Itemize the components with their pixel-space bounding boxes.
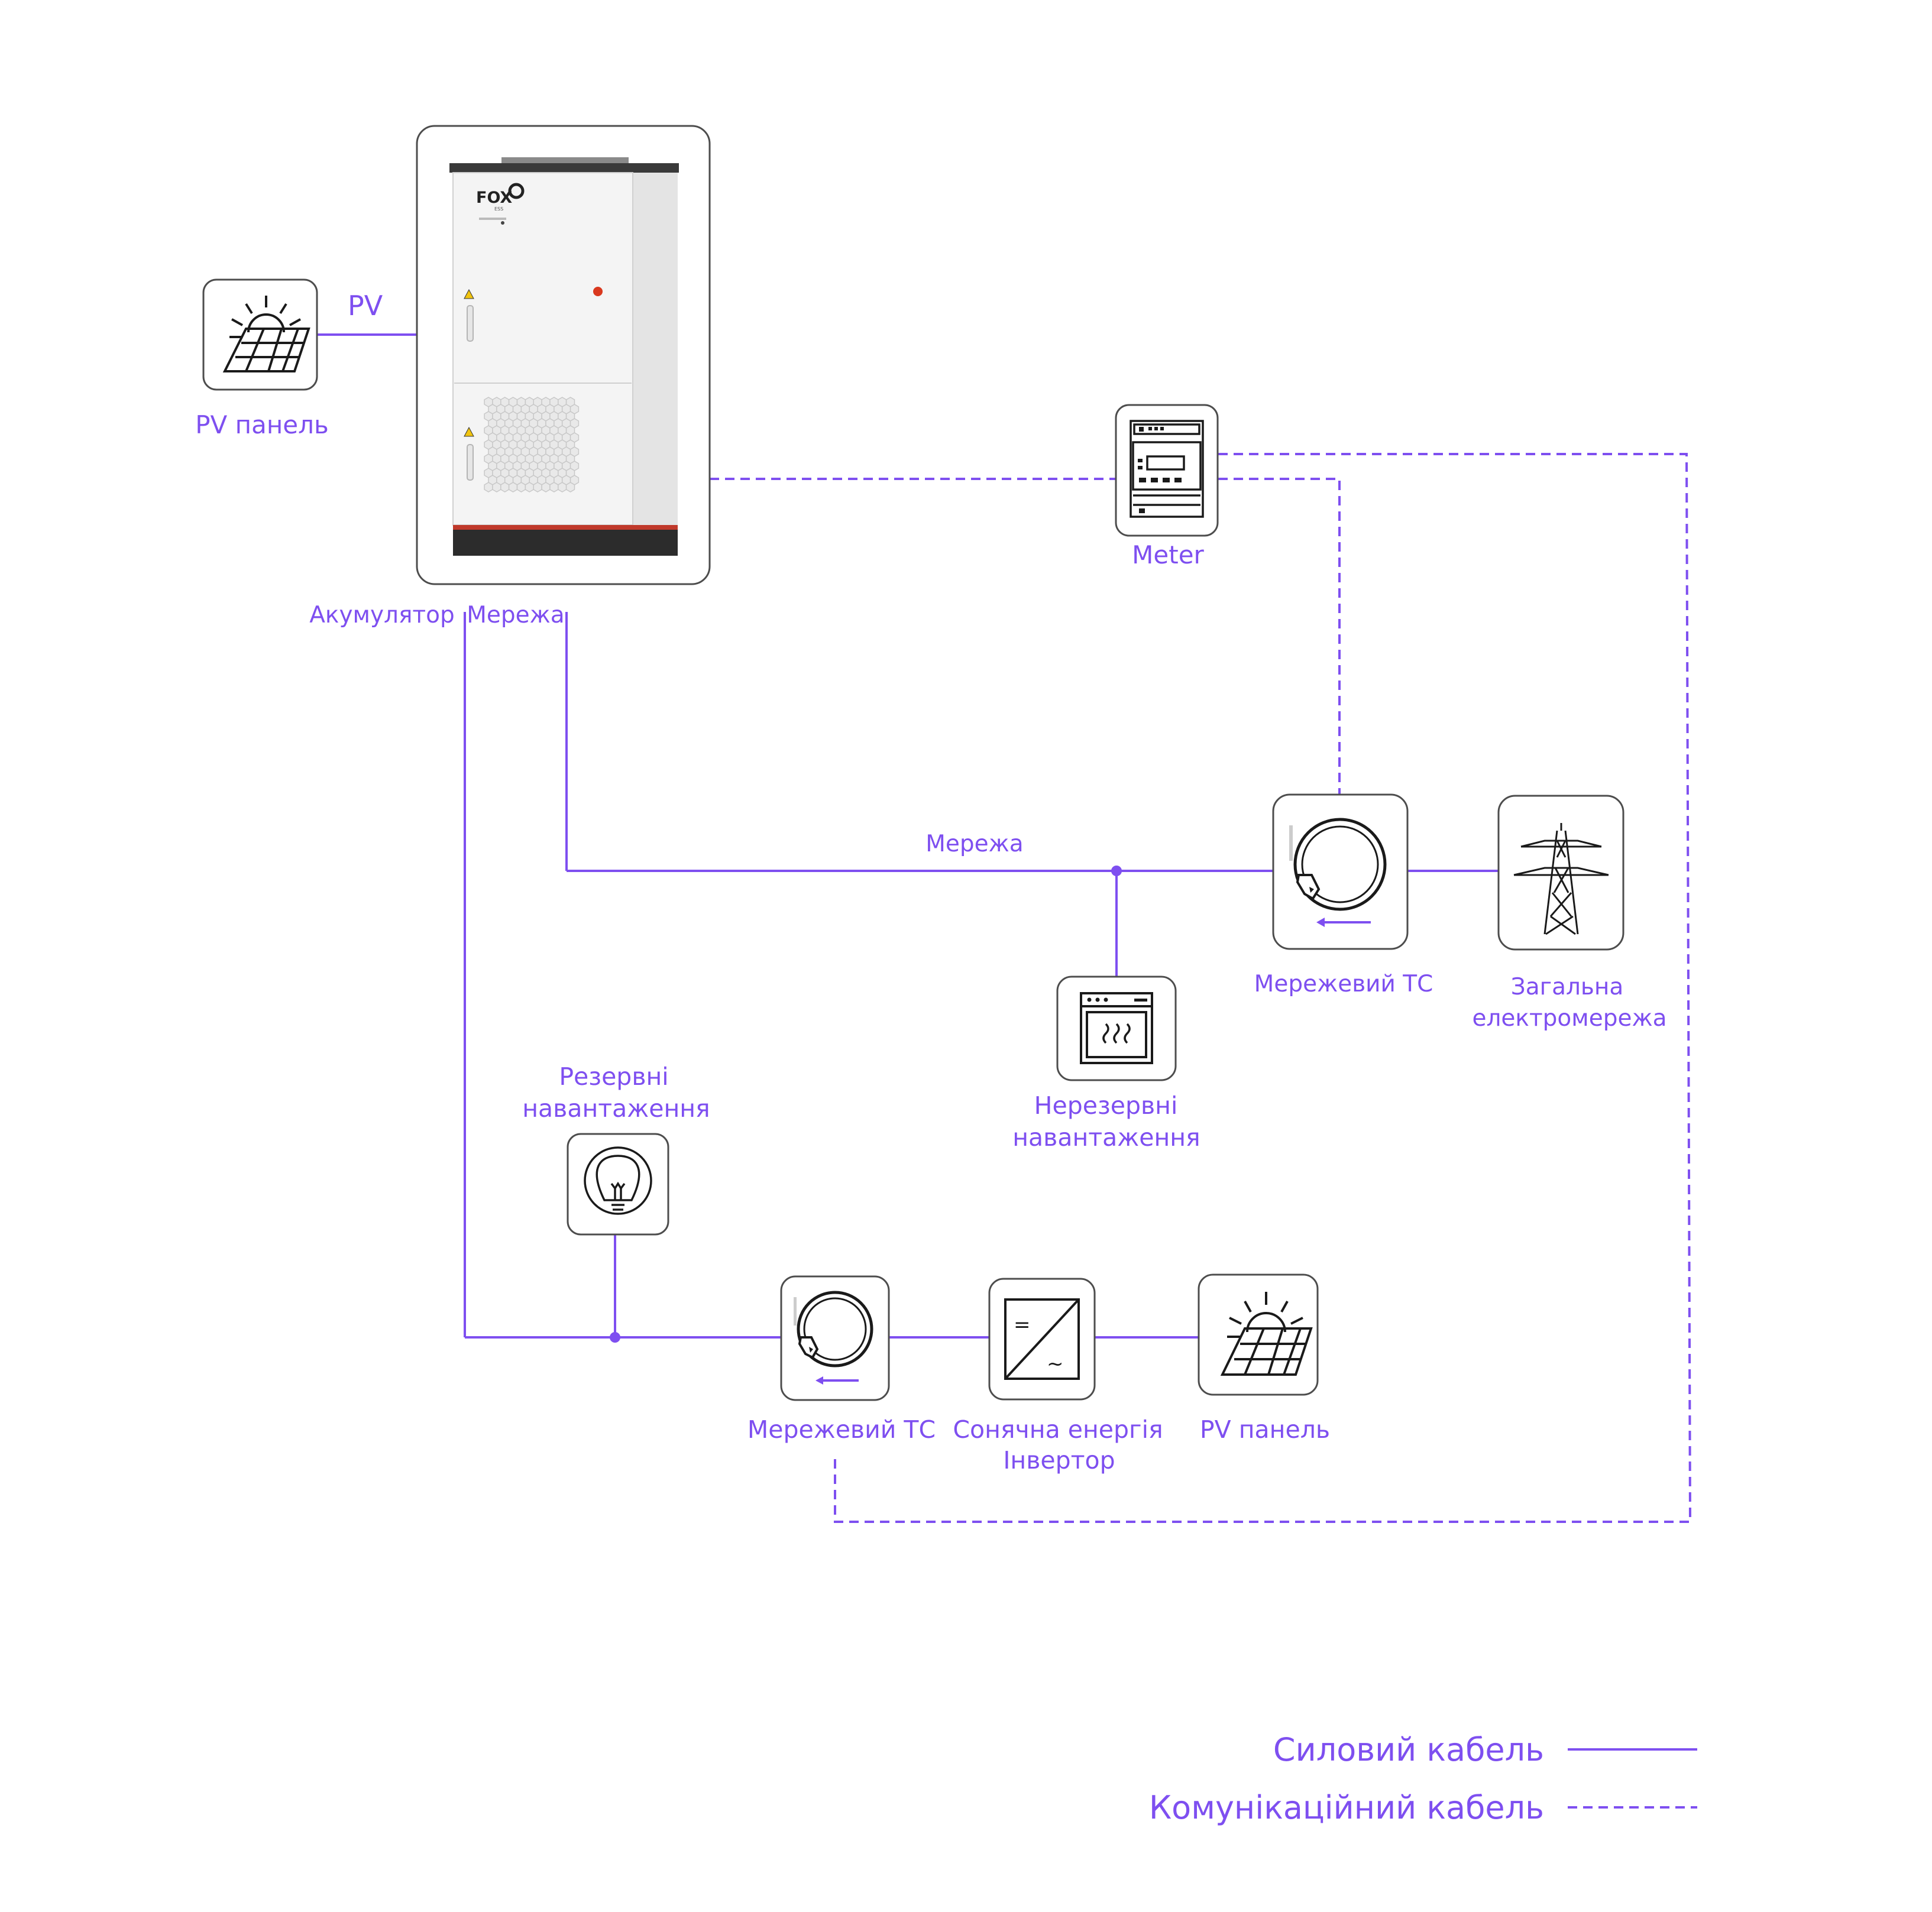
label-pv-panel-bottom: PV панель [1200, 1415, 1330, 1444]
label-nonbackup-line1: Нерезервні [1034, 1091, 1178, 1120]
cabinet-brand-text: FOX [476, 189, 512, 207]
cabinet-handle-top [467, 305, 474, 342]
vent-hole [508, 482, 518, 492]
cabinet-vent-grille [484, 397, 580, 492]
vent-hole [516, 482, 526, 492]
vent-hole [565, 482, 575, 492]
vent-hole [525, 482, 534, 492]
grid-ct-top [1272, 793, 1409, 950]
ct-direction-arrow-icon [815, 1376, 859, 1385]
inverter-diagonal [1004, 1298, 1080, 1380]
vent-hole [549, 482, 559, 492]
label-backup-line1: Резервні [559, 1062, 668, 1091]
cabinet-brand-sub-text: ESS [494, 206, 503, 212]
cabinet-warning-icon-bottom [464, 426, 474, 437]
label-utility-grid-line2: електромережа [1472, 1005, 1666, 1032]
grid-ct-bottom-frame [780, 1275, 890, 1401]
power-cables [318, 333, 1499, 1343]
junction-dot-backup [610, 1332, 620, 1343]
label-nonbackup-line2: навантаження [1012, 1123, 1200, 1152]
junction-dot-grid [1111, 866, 1122, 876]
comm-cable-meter-to-bottom-ct [834, 453, 1692, 1523]
pv-panel-bottom [1198, 1273, 1319, 1396]
vent-hole [541, 482, 551, 492]
solar-inverter: = ~ [988, 1278, 1096, 1401]
label-meter: Meter [1132, 540, 1204, 569]
cabinet-indicator-strip [479, 218, 506, 220]
lightbulb-icon [584, 1146, 652, 1215]
label-pv-panel-top: PV панель [195, 410, 329, 439]
solar-panel-icon [222, 296, 310, 372]
inverter-dc-symbol: = [1014, 1313, 1031, 1337]
energy-meter [1115, 404, 1219, 537]
label-grid-ct-bottom: Мережевий ТС [747, 1415, 936, 1444]
cabinet-handle-bottom [467, 444, 474, 481]
cabinet-brand-logo-icon [508, 183, 525, 199]
utility-grid-frame [1497, 795, 1624, 951]
cabinet-emergency-stop-icon [593, 287, 603, 296]
vent-hole [533, 482, 542, 492]
power-tower-icon [1513, 823, 1609, 935]
vent-hole [500, 482, 510, 492]
label-utility-grid-line1: Загальна [1511, 974, 1624, 1000]
solar-panel-icon [1220, 1292, 1313, 1376]
cabinet-warning-icon-top [464, 289, 474, 299]
label-solar-inverter-line2: Інвертор [1003, 1446, 1115, 1474]
label-backup-line2: навантаження [522, 1094, 710, 1123]
cabinet-indicator-light [501, 221, 504, 225]
meter-icon [1130, 420, 1204, 518]
legend: Силовий кабель Комунікаційний кабель [1149, 1731, 1697, 1826]
ct-direction-arrow-icon [1316, 918, 1371, 927]
cabinet-lid [449, 163, 679, 173]
grid-ct-bottom [780, 1275, 890, 1401]
cabinet-right-side [633, 173, 678, 525]
vent-hole [492, 482, 501, 492]
vent-hole [484, 482, 493, 492]
backup-load [567, 1133, 669, 1236]
inverter-icon [1004, 1298, 1080, 1380]
legend-comm-cable-label: Комунікаційний кабель [1149, 1789, 1544, 1826]
grid-ct-top-frame [1272, 793, 1409, 950]
label-grid-mid: Мережа [925, 831, 1023, 857]
label-solar-inverter-line1: Сонячна енергія [953, 1415, 1163, 1444]
non-backup-load [1056, 976, 1177, 1081]
cabinet-base [453, 530, 678, 556]
oven-icon [1080, 992, 1153, 1064]
label-pv-top: PV [348, 290, 383, 322]
fox-ess-cabinet: FOX ESS [416, 125, 711, 585]
labels: PV PV панель Акумулятор Мережа Meter Мер… [195, 290, 1666, 1474]
label-battery: Акумулятор [309, 602, 455, 628]
legend-power-cable-label: Силовий кабель [1273, 1731, 1544, 1768]
current-transformer-icon [794, 1291, 873, 1367]
inverter-ac-symbol: ~ [1047, 1352, 1064, 1376]
pv-panel-top [202, 278, 318, 391]
vent-hole [558, 482, 567, 492]
comm-cable-meter-to-grid-ct [1218, 478, 1341, 794]
cabinet-base-stripe [453, 525, 678, 530]
utility-grid [1497, 795, 1624, 951]
label-grid-left: Мережа [467, 602, 564, 628]
label-grid-ct-top: Мережевий ТС [1254, 971, 1433, 997]
communication-cables [710, 453, 1692, 1523]
pv-panel-bottom-frame [1198, 1273, 1319, 1396]
current-transformer-icon [1289, 818, 1387, 911]
